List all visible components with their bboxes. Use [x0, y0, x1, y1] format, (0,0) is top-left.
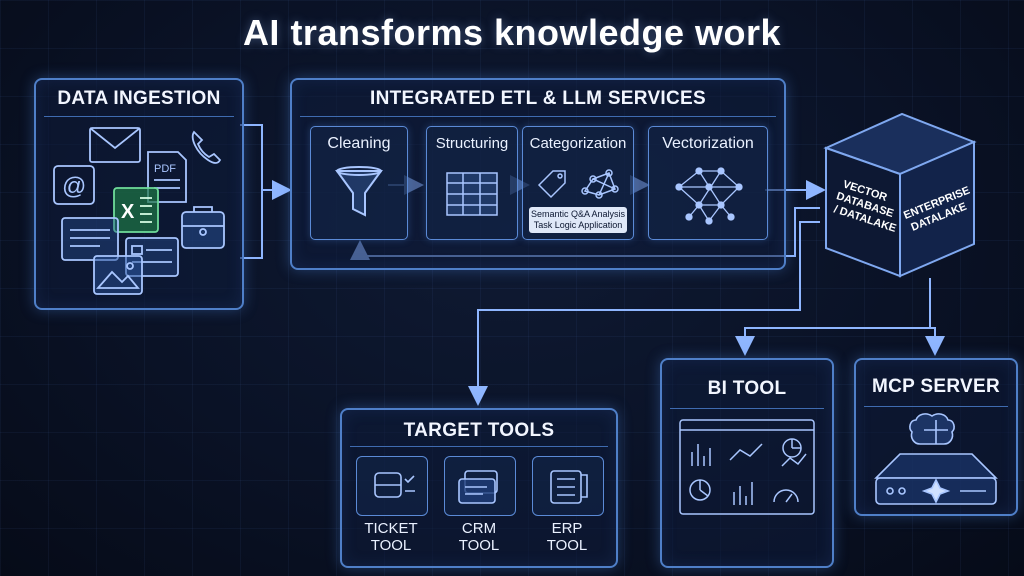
bi-tool-title: BI TOOL [707, 378, 787, 399]
database-cube: VECTOR DATABASE / DATALAKE ENTERPRISE DA… [823, 112, 977, 278]
categorization-sub-note: Semantic Q&A Analysis Task Logic Applica… [529, 207, 627, 233]
mcp-server-title: MCP SERVER [872, 376, 1000, 397]
erp-tool-label-2: TOOL [546, 537, 588, 554]
target-tools-title: TARGET TOOLS [403, 420, 555, 441]
funnel-icon [335, 166, 383, 217]
svg-text:PDF: PDF [154, 163, 176, 175]
stage-categorization-label: Categorization [529, 135, 627, 152]
arrow-db-to-bi-mcp [744, 278, 935, 352]
sub-note-line2: Task Logic Application [533, 220, 623, 230]
bi-tool-panel: BI TOOL [660, 358, 834, 568]
svg-text:X: X [121, 201, 135, 223]
phone-icon [191, 130, 222, 164]
svg-text:@: @ [62, 173, 86, 200]
excel-icon: X [113, 187, 159, 233]
mcp-server-panel: MCP SERVER [854, 358, 1018, 516]
ticket-tool-card[interactable] [356, 456, 428, 516]
ingestion-icons: PDF @ X [53, 127, 225, 295]
data-ingestion-title: DATA INGESTION [57, 88, 221, 109]
brain-server-icon [874, 413, 998, 505]
erp-tool-label-1: ERP [551, 520, 583, 537]
arrow-to-target-tools [468, 221, 820, 406]
stage-structuring-label: Structuring [435, 135, 509, 152]
network-icon [675, 167, 743, 225]
stage-cleaning-label: Cleaning [327, 135, 391, 152]
mail-icon [89, 127, 141, 163]
stage-vectorization: Vectorization [648, 126, 768, 240]
crm-tool-label-1: CRM [461, 520, 497, 537]
briefcase-icon [181, 206, 225, 249]
stage-categorization: Categorization Semantic Q&A Analysis Tas… [522, 126, 634, 240]
ticket-tool-label-1: TICKET [364, 520, 418, 537]
page-title: AI transforms knowledge work [242, 12, 782, 53]
crm-tool-card[interactable] [444, 456, 516, 516]
etl-panel: INTEGRATED ETL & LLM SERVICES Cleaning S… [290, 78, 786, 270]
ticket-tool-label-2: TOOL [370, 537, 412, 554]
data-ingestion-panel: DATA INGESTION PDF @ X [34, 78, 244, 310]
sub-note-line1: Semantic Q&A Analysis [530, 209, 626, 219]
stage-vectorization-label: Vectorization [662, 135, 754, 152]
stage-structuring: Structuring [426, 126, 518, 240]
stage-cleaning: Cleaning [310, 126, 408, 240]
target-tools-panel: TARGET TOOLS TICKET TOOL CRM TOOL ERP TO… [340, 408, 618, 568]
crm-tool-label-2: TOOL [458, 537, 500, 554]
ticket-icon [374, 472, 415, 498]
etl-title: INTEGRATED ETL & LLM SERVICES [370, 88, 706, 109]
table-icon [446, 172, 498, 216]
erp-icon [550, 470, 588, 504]
at-sign-icon: @ [53, 165, 95, 205]
arrow-ingestion-to-etl [240, 124, 288, 259]
image-icon [93, 255, 143, 295]
tag-icon [537, 169, 619, 199]
erp-tool-card[interactable] [532, 456, 604, 516]
crm-card-icon [458, 470, 498, 504]
document-icon [61, 217, 119, 261]
dashboard-icon [679, 419, 815, 515]
